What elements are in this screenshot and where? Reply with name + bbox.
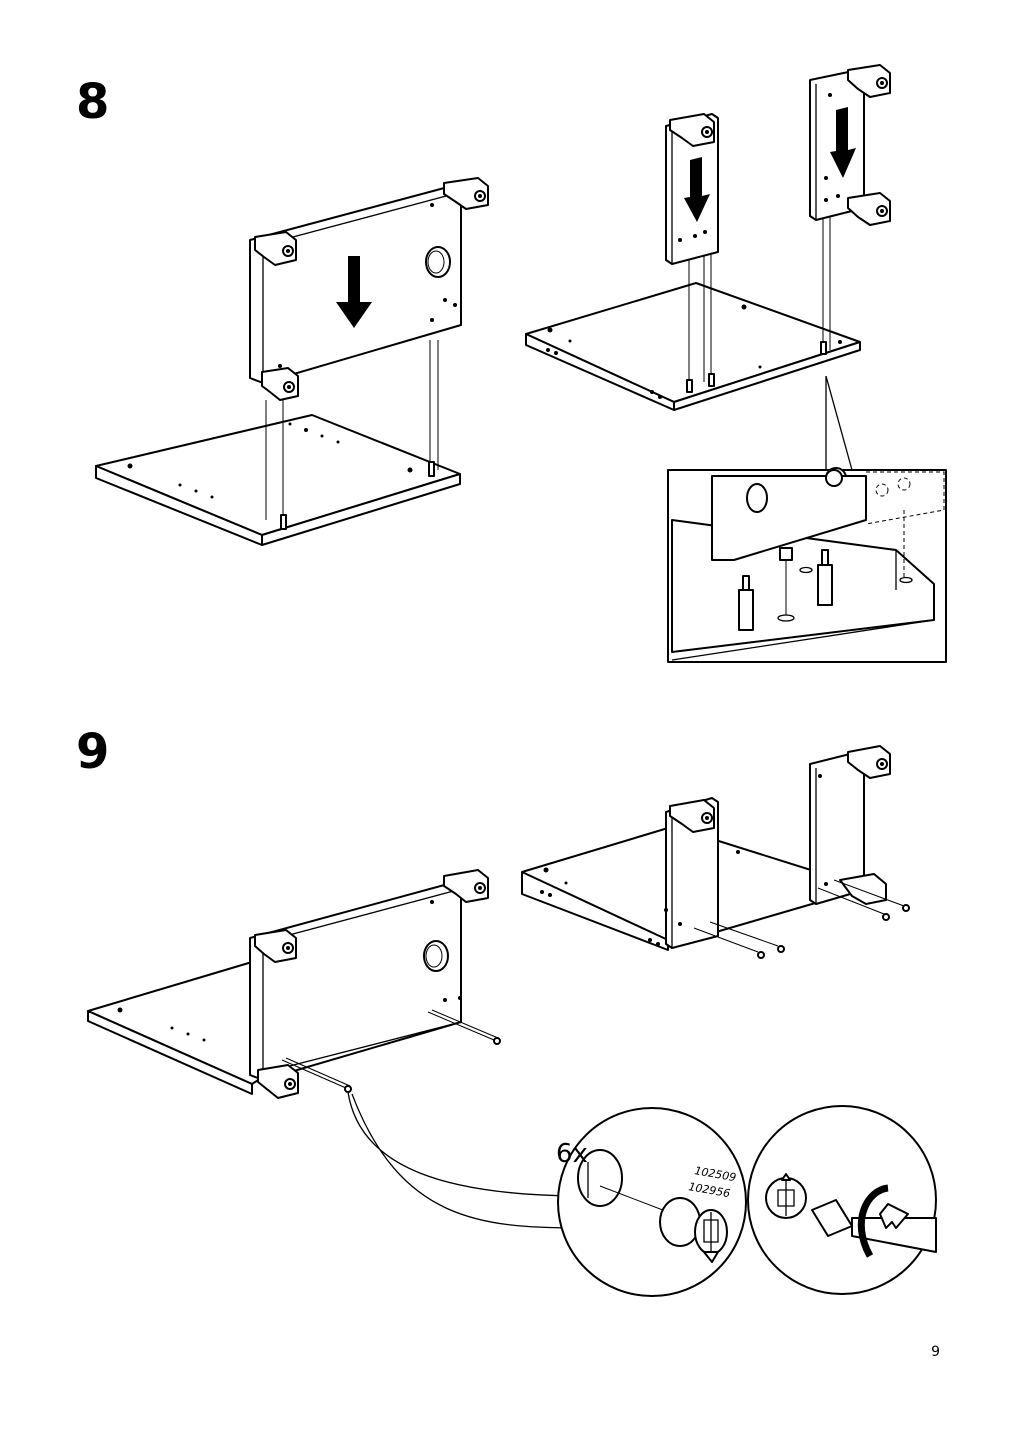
step8-left-assembly [95, 177, 489, 546]
clockwise-rotation-icon [857, 1184, 909, 1258]
cam-lock-detail-circle [557, 1107, 747, 1297]
step-9-number: 9 [76, 724, 110, 780]
cam-lock-icon [765, 1173, 807, 1219]
quantity-label: 6x [556, 1139, 588, 1169]
wooden-dowel-icon [738, 547, 833, 631]
step-8-number: 8 [76, 74, 110, 130]
base-board [95, 414, 461, 536]
cam-lock-icon [659, 1197, 728, 1263]
down-arrow-icon [336, 256, 372, 328]
step8-detail-box [667, 467, 947, 663]
page-number: 9 [931, 1344, 940, 1360]
screwdriver-icon [811, 1199, 937, 1253]
step9-left-assembly [87, 869, 581, 1229]
screwdriver-detail-circle [747, 1105, 937, 1295]
step9-right-assembly [521, 745, 910, 959]
step8-right-assembly [525, 64, 891, 471]
